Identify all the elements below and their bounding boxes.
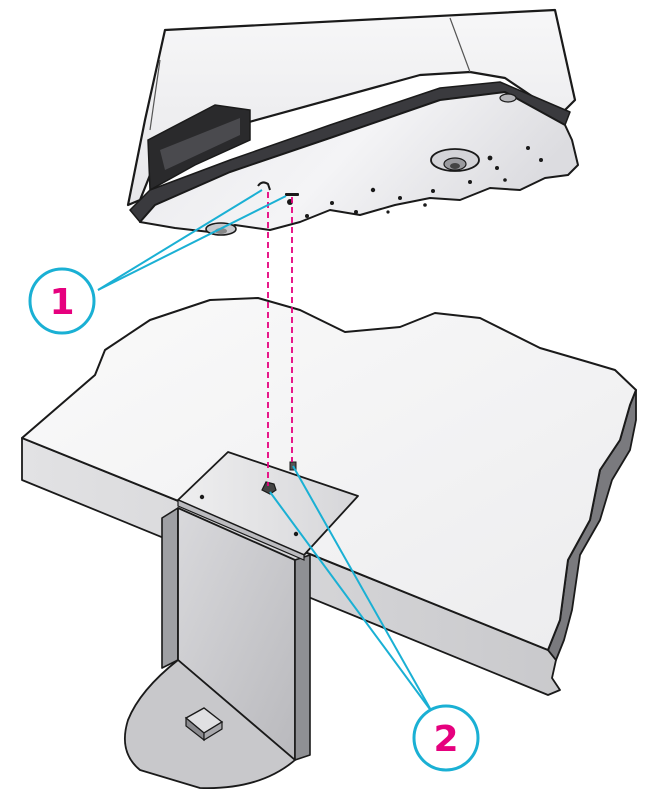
- callout-1-number: 1: [49, 282, 74, 323]
- mounting-slot: [285, 193, 299, 196]
- leader-lines: [97, 189, 433, 713]
- mounting-hook-slot: [257, 181, 271, 191]
- table-surface: [21, 297, 637, 651]
- bracket-hook: [261, 481, 277, 495]
- machine-underside: [126, 8, 579, 236]
- mounting-bracket: [124, 451, 359, 789]
- machine-body-shell: [126, 8, 577, 207]
- callout-2-number: 2: [433, 719, 458, 760]
- callout-2-circle: [412, 704, 480, 772]
- callout-1: 1: [28, 267, 96, 335]
- callout-2: 2: [412, 704, 480, 772]
- alignment-guides: [267, 192, 293, 486]
- callout-1-circle: [28, 267, 96, 335]
